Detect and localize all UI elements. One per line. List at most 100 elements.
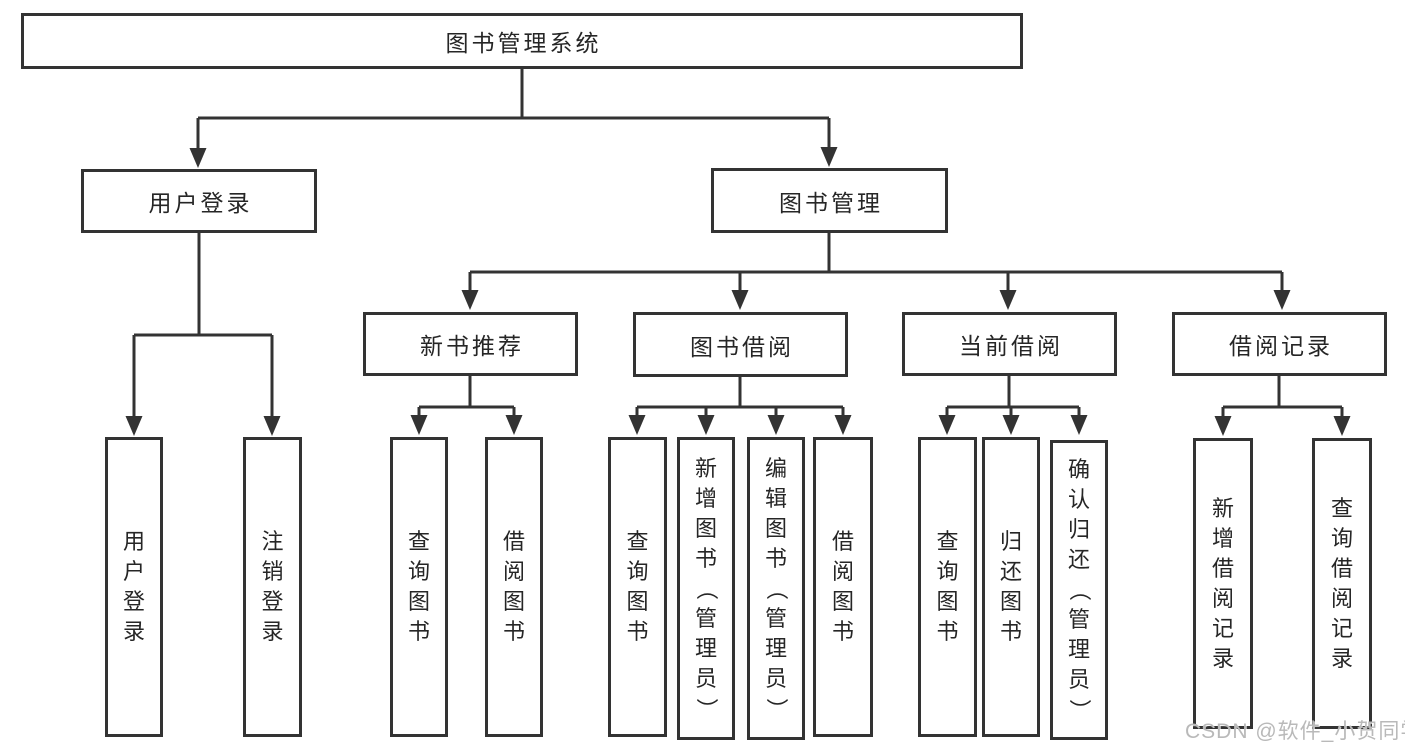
node-leaf-return-book-label: 归还图书: [998, 527, 1024, 647]
vertical-char: 录: [1330, 645, 1353, 671]
node-system-root: 图书管理系统: [21, 13, 1023, 69]
node-leaf-user-login: 用户登录: [105, 437, 163, 737]
connector-book-management-to-level2: [461, 233, 1291, 310]
node-user-login: 用户登录: [81, 169, 317, 233]
vertical-char: 询: [936, 559, 959, 584]
node-system-root-label: 图书管理系统: [445, 30, 602, 56]
vertical-char: 图: [502, 589, 525, 614]
vertical-char: 图: [694, 515, 717, 541]
vertical-char: 管: [1067, 607, 1090, 632]
vertical-char: 借: [831, 529, 854, 554]
vertical-char: 查: [1330, 495, 1353, 521]
vertical-char: 书: [626, 619, 649, 644]
vertical-char: 认: [1067, 487, 1090, 512]
node-current-borrow: 当前借阅: [902, 312, 1117, 376]
vertical-char: 归: [999, 529, 1022, 554]
vertical-char: 登: [261, 589, 284, 614]
node-leaf-borrow-books-recommend: 借阅图书: [485, 437, 543, 737]
node-borrow-records: 借阅记录: [1172, 312, 1387, 376]
vertical-char: 户: [122, 559, 145, 584]
node-leaf-return-book: 归还图书: [982, 437, 1040, 737]
vertical-char: 查: [626, 529, 649, 554]
vertical-char: 用: [122, 529, 145, 554]
vertical-char: 书: [831, 619, 854, 644]
node-leaf-add-borrow-record-label: 新增借阅记录: [1210, 494, 1236, 674]
node-leaf-logout-label: 注销登录: [260, 527, 286, 647]
vertical-char: 辑: [764, 485, 787, 511]
node-leaf-query-books-current: 查询图书: [918, 437, 977, 737]
node-leaf-user-login-label: 用户登录: [121, 527, 147, 647]
node-borrow-records-label: 借阅记录: [1229, 333, 1333, 359]
node-leaf-add-book-admin-label: 新增图书（管理员）: [693, 454, 719, 724]
vertical-char: 图: [999, 589, 1022, 614]
connector-user-login-to-leaves: [125, 233, 281, 436]
node-leaf-query-books-recommend-label: 查询图书: [406, 527, 432, 647]
node-book-management: 图书管理: [711, 168, 948, 233]
vertical-char: 阅: [831, 559, 854, 584]
node-new-book-recommend: 新书推荐: [363, 312, 578, 376]
vertical-char: 查: [936, 529, 959, 554]
vertical-char: （: [764, 577, 789, 600]
vertical-char: 理: [1067, 637, 1090, 662]
node-leaf-add-borrow-record: 新增借阅记录: [1193, 438, 1253, 729]
node-leaf-edit-book-admin-label: 编辑图书（管理员）: [763, 454, 789, 724]
node-book-borrow: 图书借阅: [633, 312, 848, 377]
vertical-char: 编: [764, 455, 787, 481]
vertical-char: 员: [694, 665, 717, 691]
vertical-char: 询: [626, 559, 649, 584]
connector-current-borrow-to-leaves: [938, 376, 1088, 435]
vertical-char: 图: [764, 515, 787, 541]
vertical-char: 阅: [1211, 585, 1234, 611]
vertical-char: ）: [694, 697, 719, 720]
node-user-login-label: 用户登录: [148, 190, 253, 216]
vertical-char: （: [694, 577, 719, 600]
connector-new-book-recommend-to-leaves: [410, 376, 523, 435]
connector-book-borrow-to-leaves: [628, 377, 852, 435]
vertical-char: 确: [1067, 457, 1090, 482]
vertical-char: 记: [1330, 615, 1353, 641]
vertical-char: ）: [764, 697, 789, 720]
vertical-char: 图: [407, 589, 430, 614]
vertical-char: 书: [407, 619, 430, 644]
vertical-char: 图: [936, 589, 959, 614]
vertical-char: 注: [261, 529, 284, 554]
vertical-char: 图: [626, 589, 649, 614]
node-leaf-confirm-return-admin-label: 确认归还（管理员）: [1066, 455, 1092, 725]
vertical-char: 员: [1067, 667, 1090, 692]
node-new-book-recommend-label: 新书推荐: [420, 333, 524, 359]
node-leaf-query-borrow-record-label: 查询借阅记录: [1329, 494, 1355, 674]
node-current-borrow-label: 当前借阅: [959, 333, 1063, 359]
vertical-char: 书: [764, 545, 787, 571]
vertical-char: ）: [1067, 698, 1092, 721]
vertical-char: 书: [694, 545, 717, 571]
vertical-char: 登: [122, 589, 145, 614]
node-leaf-query-books-borrow: 查询图书: [608, 437, 667, 737]
node-leaf-confirm-return-admin: 确认归还（管理员）: [1050, 440, 1108, 740]
node-book-management-label: 图书管理: [779, 189, 883, 216]
vertical-char: 还: [1067, 547, 1090, 572]
vertical-char: 管: [764, 605, 787, 631]
vertical-char: 新: [694, 455, 717, 481]
vertical-char: 录: [122, 619, 145, 644]
vertical-char: 理: [694, 635, 717, 661]
vertical-char: 还: [999, 559, 1022, 584]
vertical-char: 图: [831, 589, 854, 614]
vertical-char: 借: [502, 529, 525, 554]
vertical-char: 查: [407, 529, 430, 554]
vertical-char: 员: [764, 665, 787, 691]
vertical-char: 归: [1067, 517, 1090, 542]
vertical-char: 增: [1211, 525, 1234, 551]
vertical-char: 销: [261, 559, 284, 584]
vertical-char: 借: [1211, 555, 1234, 581]
vertical-char: 书: [999, 619, 1022, 644]
node-leaf-logout: 注销登录: [243, 437, 302, 737]
node-leaf-query-books-current-label: 查询图书: [935, 527, 961, 647]
vertical-char: 录: [261, 619, 284, 644]
vertical-char: 书: [936, 619, 959, 644]
node-leaf-query-books-borrow-label: 查询图书: [625, 527, 651, 647]
vertical-char: 管: [694, 605, 717, 631]
vertical-char: 阅: [502, 559, 525, 584]
node-book-borrow-label: 图书借阅: [690, 333, 794, 360]
